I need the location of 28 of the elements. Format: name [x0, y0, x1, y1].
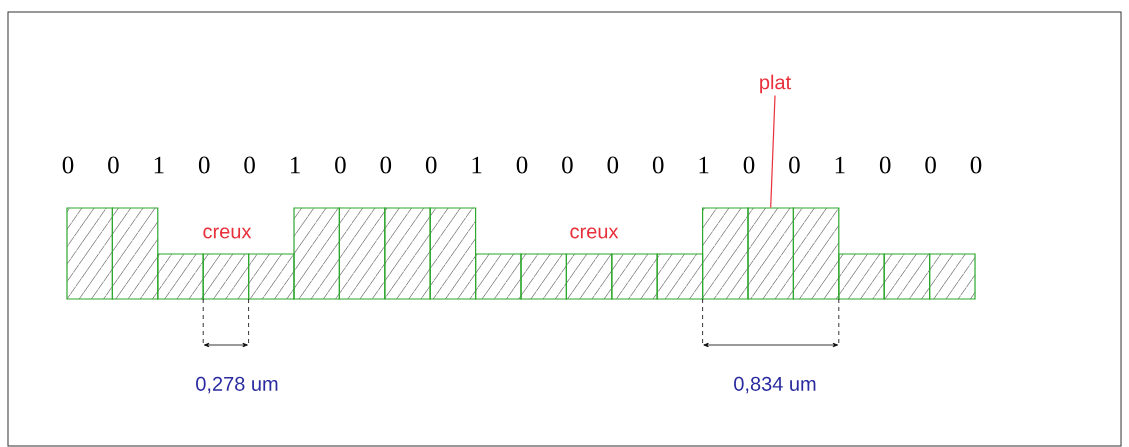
bit-digit: 0 — [425, 156, 437, 174]
bit-digit: 0 — [562, 156, 573, 174]
zone-label: creux — [203, 227, 252, 239]
bit-digit: 0 — [198, 156, 210, 174]
bit-digit: 0 — [62, 156, 74, 174]
bit-digit: 0 — [607, 156, 619, 174]
bit-digit: 0 — [789, 156, 800, 174]
leader-line — [770, 94, 776, 208]
bit-digit: 1 — [154, 156, 164, 174]
bit-digit: 0 — [879, 156, 891, 174]
bit-digit: 1 — [835, 156, 845, 174]
callout-label: plat — [760, 74, 791, 94]
bit-digit: 1 — [699, 156, 709, 174]
bit-digit: 0 — [335, 156, 346, 174]
bit-digit: 0 — [244, 156, 255, 174]
bit-digit: 1 — [290, 156, 300, 174]
bit-digit: 0 — [108, 156, 119, 174]
bit-digit: 0 — [970, 156, 982, 174]
dimension-label: 0,834 um — [734, 376, 816, 394]
bit-digit: 0 — [380, 156, 392, 174]
bit-digit: 1 — [472, 156, 482, 174]
bit-digit: 0 — [652, 156, 664, 174]
bit-digit: 0 — [516, 156, 528, 174]
bit-digit: 0 — [743, 156, 755, 174]
zone-label: creux — [570, 227, 619, 239]
land-cell — [747, 207, 794, 300]
bit-digit: 0 — [925, 156, 936, 174]
dimension-label: 0,278 um — [196, 376, 278, 394]
